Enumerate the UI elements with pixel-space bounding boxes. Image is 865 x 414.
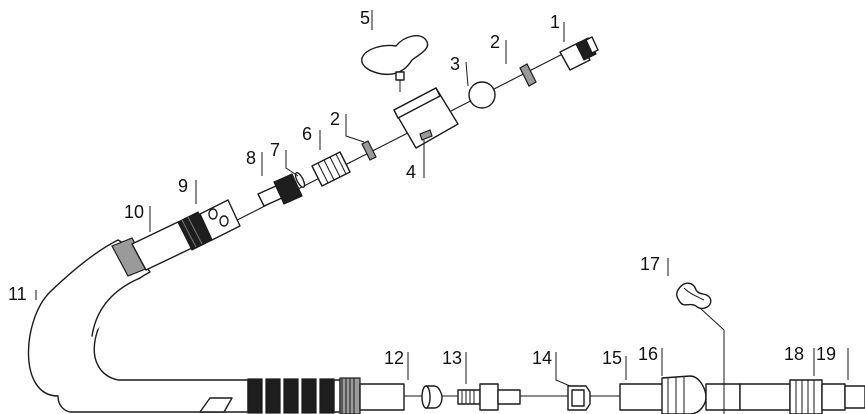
gasket-part-lower <box>361 140 377 161</box>
gas-hose-part <box>619 383 667 411</box>
callout-2-upper: 2 <box>490 32 500 52</box>
clip-connector-part <box>567 385 591 411</box>
callout-2-lower: 2 <box>330 109 340 129</box>
callout-8: 8 <box>246 148 256 168</box>
threaded-nozzle-part <box>311 151 351 187</box>
adapter-block-part <box>199 199 241 241</box>
callout-16: 16 <box>638 344 658 364</box>
callout-10: 10 <box>124 202 144 222</box>
callout-7: 7 <box>270 140 280 160</box>
callout-1: 1 <box>550 12 560 32</box>
callout-19: 19 <box>816 344 836 364</box>
hose-clip-part <box>675 282 725 414</box>
callout-6: 6 <box>302 124 312 144</box>
callout-leaders <box>35 10 849 387</box>
callout-13: 13 <box>442 348 462 368</box>
torch-handle-part <box>27 237 405 414</box>
callout-15: 15 <box>602 348 622 368</box>
cable-hose-part <box>739 379 865 414</box>
callout-11: 11 <box>8 284 27 304</box>
contact-tip-part <box>257 173 303 207</box>
callout-14: 14 <box>532 348 552 368</box>
ball-part <box>468 81 496 109</box>
callout-18: 18 <box>784 344 804 364</box>
hose-fitting-part <box>559 36 599 71</box>
callout-17: 17 <box>640 254 660 274</box>
coupling-nut-part <box>661 375 741 414</box>
valve-body-part <box>393 87 459 149</box>
bushing-part <box>421 385 443 409</box>
gasket-part-upper <box>519 63 537 87</box>
callout-numbers: 1 2 2 3 4 5 6 7 8 9 10 11 12 13 14 15 16… <box>8 8 836 368</box>
callout-12: 12 <box>384 348 404 368</box>
callout-4: 4 <box>406 162 416 182</box>
callout-3: 3 <box>450 54 460 74</box>
knob-part <box>361 35 429 92</box>
callout-9: 9 <box>178 176 188 196</box>
hose-barb-part <box>457 383 521 411</box>
callout-5: 5 <box>360 8 370 28</box>
